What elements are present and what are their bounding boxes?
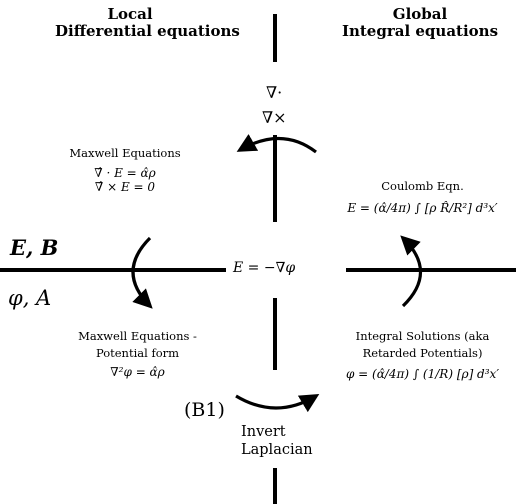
arrow-left (131, 236, 153, 309)
bottom-left-block: Maxwell Equations - Potential form ∇²φ =… (45, 329, 230, 380)
field-potential-relation: E = −∇φ (233, 260, 296, 276)
retarded-potential-equation: φ = (α̂/4π) ∫ (1/R) [ρ] d³x′ (345, 367, 500, 382)
potential-form-caption-line2: Potential form (95, 346, 180, 361)
top-right-block: Coulomb Eqn. E = (α̂/4π) ∫ [ρ R̂/R²] d³x… (325, 179, 516, 216)
right-header-line1: Global (392, 5, 448, 23)
arrow-bottom (235, 394, 320, 413)
top-left-block: Maxwell Equations ∇̂ · E = α̂ρ ∇̂ × E = … (40, 146, 210, 195)
divergence-operator: ∇· (266, 83, 283, 102)
bottom-right-block: Integral Solutions (aka Retarded Potenti… (325, 329, 516, 382)
fields-e-b: E, B (10, 235, 59, 260)
potential-form-caption-line1: Maxwell Equations - (78, 329, 197, 343)
invert-laplacian-line2: Laplacian (241, 442, 313, 459)
maxwell-eq-divergence: ∇̂ · E = α̂ρ (94, 166, 156, 181)
invert-laplacian-label: Invert Laplacian (241, 423, 313, 459)
integral-solutions-caption-line2: Retarded Potentials) (362, 346, 483, 361)
equation-label: (B1) (184, 399, 225, 421)
poisson-equation: ∇²φ = α̂ρ (110, 365, 165, 380)
left-header: Local Differential equations (55, 5, 240, 41)
arrow-right (400, 235, 423, 308)
left-header-line1: Local (107, 5, 153, 23)
coulomb-caption: Coulomb Eqn. (381, 179, 464, 193)
coulomb-equation: E = (α̂/4π) ∫ [ρ R̂/R²] d³x′ (347, 201, 498, 216)
fields-phi-a: φ, A (8, 286, 52, 310)
maxwell-eq-curl: ∇̂ × E = 0 (94, 180, 156, 195)
invert-laplacian-line1: Invert (241, 424, 286, 440)
right-header: Global Integral equations (325, 5, 515, 41)
arrow-top (236, 134, 317, 154)
right-header-line2: Integral equations (341, 22, 499, 41)
integral-solutions-caption-line1: Integral Solutions (aka (355, 329, 490, 343)
maxwell-caption: Maxwell Equations (69, 146, 181, 160)
curl-operator: ∇× (262, 108, 287, 127)
left-header-line2: Differential equations (55, 22, 240, 41)
